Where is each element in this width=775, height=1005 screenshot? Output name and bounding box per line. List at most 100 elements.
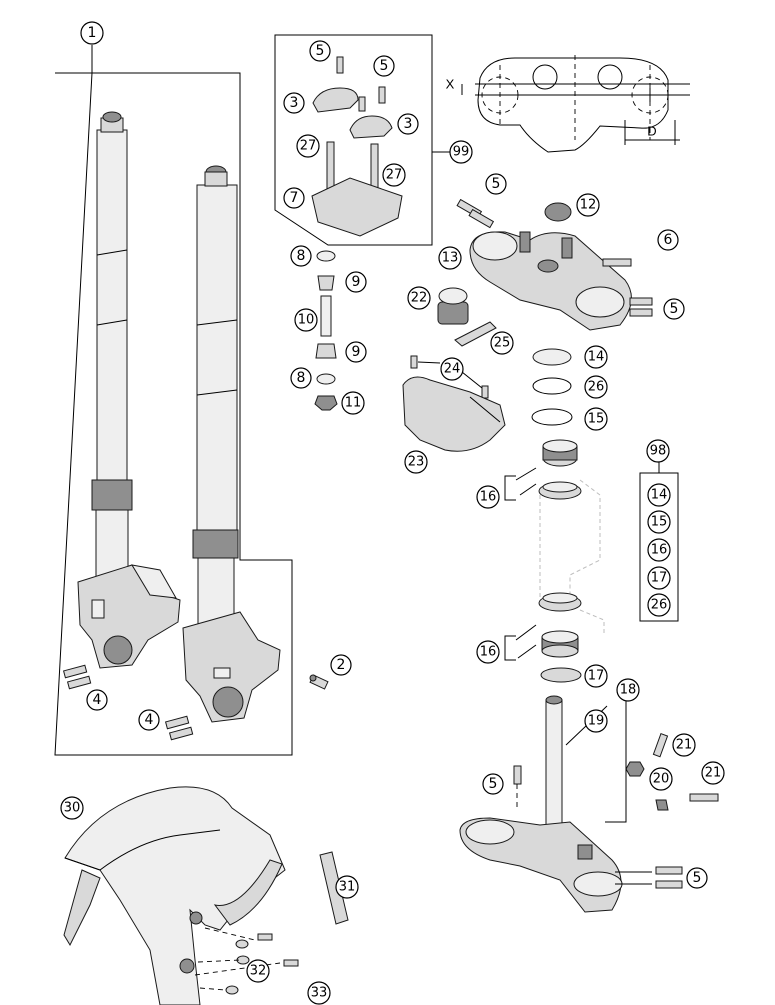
dimension-x-label: X (446, 77, 455, 92)
callout-31-text: 31 (339, 880, 356, 895)
callout-23 (404, 450, 428, 474)
damper-link (454, 321, 497, 347)
callout-9b (345, 341, 367, 363)
callout-7 (283, 187, 305, 209)
callout-21b (701, 761, 725, 785)
callout-20 (649, 767, 673, 791)
callout-9a (345, 271, 367, 293)
fender-fasteners (225, 933, 299, 995)
callout-4a (86, 689, 108, 711)
callout-4a-text: 4 (93, 692, 102, 708)
clamp-screws (336, 56, 386, 112)
callout-9b-text: 9 (352, 344, 361, 360)
callout-5d-text: 5 (670, 301, 679, 317)
dimension-d-label: D (647, 124, 656, 139)
triple-clamp-dimension-view (461, 55, 690, 153)
kit-callout-14 (647, 483, 671, 507)
callout-5f (686, 867, 708, 889)
fork-group-frame (54, 45, 293, 756)
callout-3b (397, 113, 419, 135)
right-fork-leg (182, 165, 281, 723)
callout-27a (296, 134, 320, 158)
kit-callout-15-text: 15 (651, 515, 668, 530)
callout-11-text: 11 (345, 396, 362, 411)
damper-bracket (402, 376, 506, 452)
callout-98-text: 98 (650, 444, 667, 459)
callout-12 (576, 193, 600, 217)
callout-5a-text: 5 (316, 43, 325, 59)
callout-15-text: 15 (588, 412, 605, 427)
callout-32-text: 32 (250, 964, 267, 979)
callout-24-text: 24 (444, 362, 461, 377)
callout-7-text: 7 (290, 190, 299, 206)
callout-1 (80, 21, 104, 45)
callout-14-text: 14 (588, 350, 605, 365)
upper-triple-clamp (456, 198, 653, 331)
callout-22-text: 22 (411, 291, 428, 306)
callout-31 (335, 875, 359, 899)
callout-5b-text: 5 (380, 58, 389, 74)
bleed-valve (309, 674, 329, 690)
callout-26-text: 26 (588, 380, 605, 395)
callout-8b (290, 367, 312, 389)
pinch-bolt-6 (602, 258, 632, 267)
clamp-group-frame (274, 34, 433, 246)
callout-21b-text: 21 (705, 766, 722, 781)
callout-30 (60, 796, 84, 820)
fender-reflector-strip (319, 851, 349, 925)
kit-callout-17-text: 17 (651, 571, 668, 586)
callout-5e-text: 5 (489, 776, 498, 792)
callout-24 (440, 357, 464, 381)
callout-99 (449, 140, 473, 164)
frame-head-ghost (539, 479, 605, 635)
callout-5b (373, 55, 395, 77)
callout-5c-text: 5 (492, 176, 501, 192)
callout-22 (407, 286, 431, 310)
kit-callout-16-text: 16 (651, 543, 668, 558)
axle-clamp-bolts-right (164, 715, 194, 741)
seal-15 (531, 408, 573, 426)
callout-20-text: 20 (653, 772, 670, 787)
callout-8a (290, 245, 312, 267)
callout-8a-text: 8 (297, 248, 306, 264)
callout-5a (309, 40, 331, 62)
callout-3b-text: 3 (404, 116, 413, 132)
callout-17-text: 17 (588, 669, 605, 684)
lower-clamp (311, 177, 403, 237)
callout-98 (646, 439, 670, 463)
callout-11 (341, 391, 365, 415)
seal-17 (540, 667, 582, 683)
callout-13-text: 13 (442, 251, 459, 266)
lower-bearing (538, 592, 582, 658)
lower-triple-clamp (459, 695, 683, 913)
upper-clamp-right (349, 115, 393, 139)
front-fender (63, 786, 286, 1005)
callout-4b (138, 709, 160, 731)
callout-5c (485, 173, 507, 195)
callout-99-text: 99 (453, 145, 470, 160)
callout-5d (663, 298, 685, 320)
callout-1-text: 1 (88, 25, 97, 41)
o-ring-26 (532, 377, 572, 395)
callout-9a-text: 9 (352, 274, 361, 290)
stem-bolt-5 (513, 765, 522, 785)
callout-16b-text: 16 (480, 645, 497, 660)
callout-19-text: 19 (588, 714, 605, 729)
upper-bearing (538, 439, 582, 500)
kit-callout-16 (647, 538, 671, 562)
bushing-stack (314, 250, 338, 411)
kit-callout-15 (647, 510, 671, 534)
callout-2 (330, 654, 352, 676)
callout-15 (584, 407, 608, 431)
callout-8b-text: 8 (297, 370, 306, 386)
callout-6 (657, 229, 679, 251)
callout-2-text: 2 (337, 657, 346, 673)
kit-callout-14-text: 14 (651, 488, 668, 503)
callout-10 (294, 308, 318, 332)
callout-25 (490, 331, 514, 355)
kit-callout-26 (647, 593, 671, 617)
kit-callout-26-text: 26 (651, 598, 668, 613)
callout-30-text: 30 (64, 801, 81, 816)
callout-13 (438, 246, 462, 270)
